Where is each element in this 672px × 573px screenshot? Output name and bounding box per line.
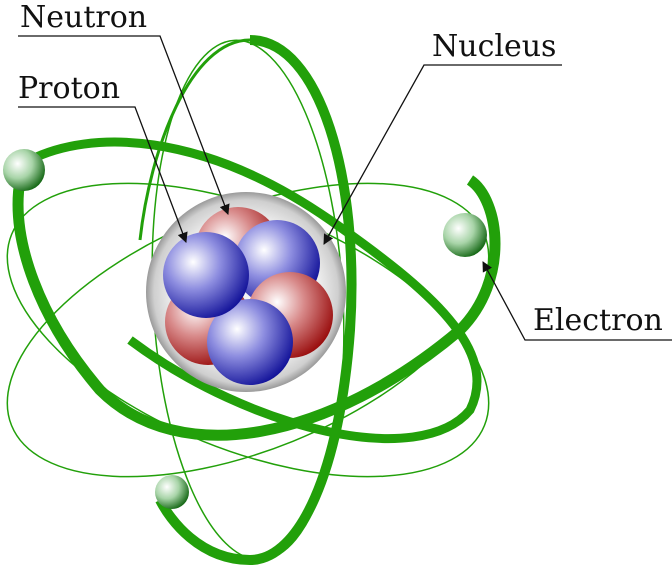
proton-leader — [18, 106, 188, 243]
electron-sphere — [3, 149, 45, 191]
proton-sphere — [207, 299, 293, 385]
electron-leader — [482, 261, 672, 341]
thick-orbits — [12, 35, 501, 566]
neutron-leader — [18, 35, 230, 215]
proton-label: Proton — [18, 71, 120, 106]
nucleus — [146, 192, 346, 392]
neutron-label: Neutron — [20, 0, 147, 35]
electron-sphere — [155, 475, 189, 509]
nucleus-label: Nucleus — [432, 29, 556, 64]
electron-sphere — [443, 213, 487, 257]
proton-sphere — [163, 232, 249, 318]
leader-lines — [18, 35, 672, 341]
nucleus-leader — [323, 64, 562, 245]
electron-label: Electron — [533, 303, 663, 338]
